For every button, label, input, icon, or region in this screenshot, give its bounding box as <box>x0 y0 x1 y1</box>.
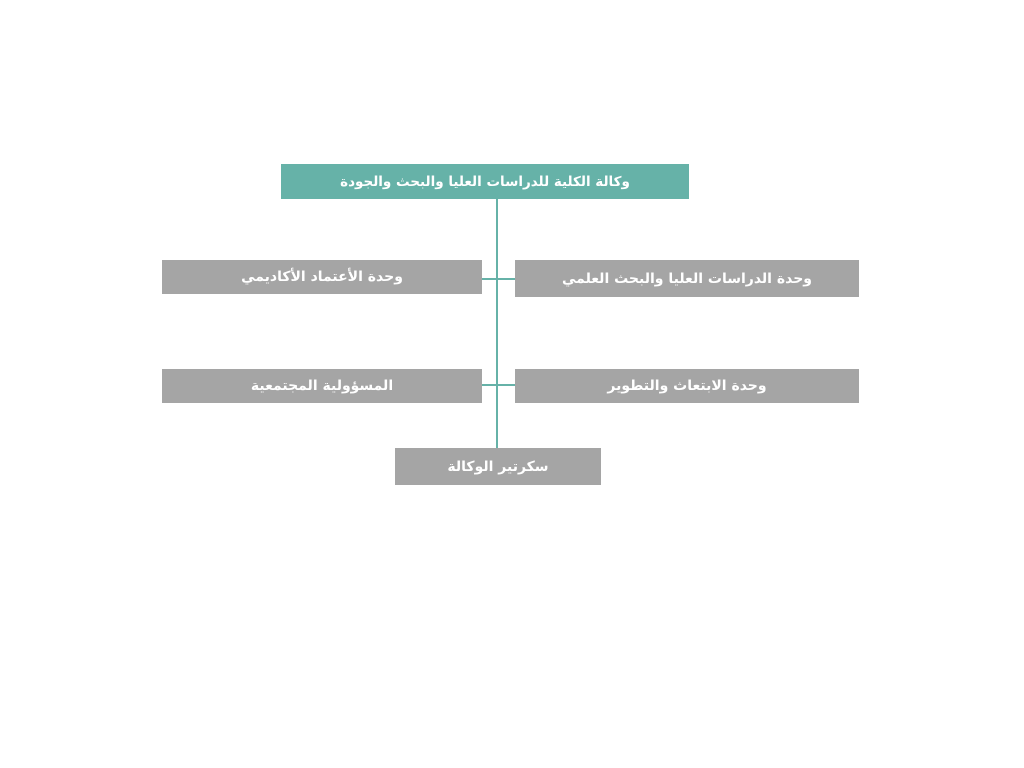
unit-box-secretary: سكرتير الوكالة <box>395 448 601 485</box>
branch-connector-row-2 <box>482 384 515 386</box>
branch-connector-row-1 <box>482 278 515 280</box>
trunk-connector <box>496 198 498 448</box>
unit-box-scholarship-development: وحدة الابتعاث والتطوير <box>515 369 859 403</box>
head-box: وكالة الكلية للدراسات العليا والبحث والج… <box>281 164 689 199</box>
unit-box-community-responsibility: المسؤولية المجتمعية <box>162 369 482 403</box>
unit-box-accreditation: وحدة الأعتماد الأكاديمي <box>162 260 482 294</box>
unit-box-graduate-research: وحدة الدراسات العليا والبحث العلمي <box>515 260 859 297</box>
